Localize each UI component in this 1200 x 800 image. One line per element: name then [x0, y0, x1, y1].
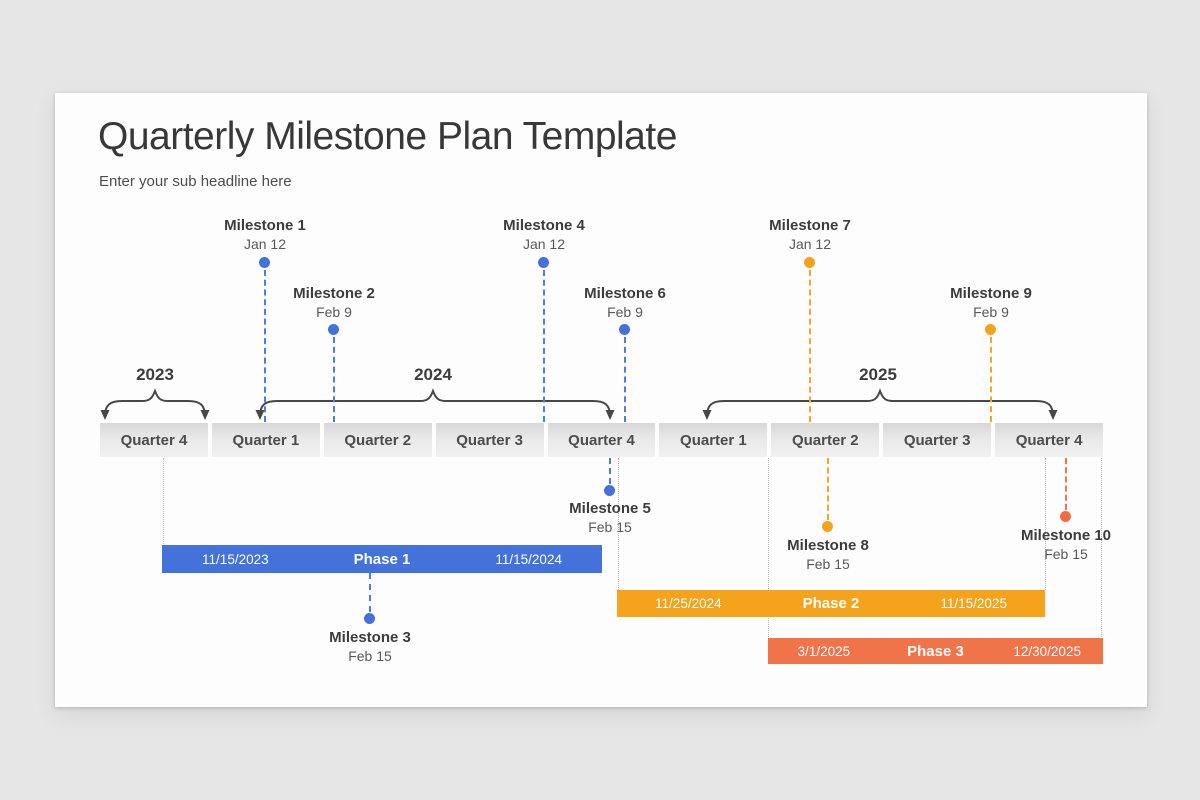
milestone-1-dot: [259, 257, 270, 268]
year-label-2024: 2024: [414, 365, 452, 384]
milestone-date: Feb 9: [973, 304, 1009, 320]
milestone-date: Jan 12: [522, 236, 566, 252]
milestone-name: Milestone 6: [584, 285, 666, 302]
guide-line-phase2-end: [1045, 458, 1046, 590]
milestone-10-dot: [1060, 511, 1071, 522]
milestone-9-connector: [990, 337, 992, 422]
phase-name: Phase 2: [802, 595, 860, 612]
milestone-name: Milestone 1: [224, 217, 306, 234]
milestone-name: Milestone 10: [1020, 527, 1112, 544]
milestone-date: Feb 15: [806, 556, 850, 572]
milestone-2-dot: [328, 324, 339, 335]
quarter-cell: Quarter 4: [547, 423, 656, 457]
year-brace-2023: [100, 388, 210, 420]
milestone-name: Milestone 8: [787, 537, 869, 554]
milestone-4-dot: [538, 257, 549, 268]
milestone-date: Feb 15: [1044, 546, 1088, 562]
milestone-2-label: Milestone 2 Feb 9: [259, 284, 409, 321]
milestone-10-label: Milestone 10 Feb 15: [991, 526, 1141, 563]
quarter-cell: Quarter 2: [771, 423, 880, 457]
milestone-8-dot: [822, 521, 833, 532]
quarter-cell: Quarter 1: [659, 423, 768, 457]
milestone-3-dot: [364, 613, 375, 624]
milestone-date: Jan 12: [243, 236, 287, 252]
slide-title: Quarterly Milestone Plan Template: [98, 115, 677, 158]
milestone-6-dot: [619, 324, 630, 335]
milestone-2-connector: [333, 337, 335, 422]
year-brace-2024: [255, 388, 615, 420]
phase-name: Phase 1: [353, 550, 411, 568]
milestone-4-connector: [543, 270, 545, 422]
quarter-cell: Quarter 3: [883, 423, 992, 457]
milestone-name: Milestone 9: [950, 285, 1032, 302]
slide-canvas: Quarterly Milestone Plan Template Enter …: [55, 93, 1147, 707]
guide-line-phase3-end: [1101, 458, 1102, 639]
milestone-4-label: Milestone 4 Jan 12: [469, 216, 619, 253]
milestone-date: Feb 9: [316, 304, 352, 320]
milestone-date: Jan 12: [788, 236, 832, 252]
phase-end-date: 12/30/2025: [1013, 643, 1081, 659]
phase-name: Phase 3: [907, 642, 964, 660]
quarter-cell: Quarter 4: [995, 423, 1104, 457]
quarter-cell: Quarter 2: [323, 423, 432, 457]
milestone-3-label: Milestone 3 Feb 15: [295, 628, 445, 665]
phase-start-date: 11/15/2023: [202, 551, 269, 567]
milestone-7-connector: [809, 270, 811, 422]
milestone-1-connector: [264, 270, 266, 422]
milestone-7-dot: [804, 257, 815, 268]
milestone-5-connector: [609, 458, 611, 484]
year-label-2025: 2025: [859, 365, 897, 384]
guide-line-phase2-start: [618, 458, 619, 590]
milestone-7-label: Milestone 7 Jan 12: [735, 216, 885, 253]
milestone-date: Feb 15: [588, 519, 632, 535]
quarter-bar: Quarter 4 Quarter 1 Quarter 2 Quarter 3 …: [100, 423, 1104, 457]
milestone-5-dot: [604, 485, 615, 496]
milestone-9-dot: [985, 324, 996, 335]
milestone-name: Milestone 5: [569, 500, 651, 517]
phase-2-bar: 11/25/2024 Phase 2 11/15/2025: [617, 590, 1045, 617]
milestone-name: Milestone 4: [503, 217, 585, 234]
milestone-date: Feb 9: [607, 304, 643, 320]
phase-end-date: 11/15/2025: [940, 596, 1007, 611]
phase-end-date: 11/15/2024: [495, 551, 562, 567]
milestone-9-label: Milestone 9 Feb 9: [916, 284, 1066, 321]
quarter-cell: Quarter 4: [100, 423, 208, 457]
guide-line-phase3-start: [768, 458, 769, 639]
milestone-1-label: Milestone 1 Jan 12: [190, 216, 340, 253]
quarter-cell: Quarter 3: [435, 423, 544, 457]
phase-start-date: 3/1/2025: [797, 643, 851, 659]
phase-1-bar: 11/15/2023 Phase 1 11/15/2024: [162, 545, 602, 573]
milestone-name: Milestone 2: [293, 285, 375, 302]
milestone-10-connector: [1065, 458, 1067, 510]
phase-3-bar: 3/1/2025 Phase 3 12/30/2025: [768, 638, 1103, 664]
milestone-6-label: Milestone 6 Feb 9: [550, 284, 700, 321]
milestone-name: Milestone 3: [329, 629, 411, 646]
milestone-date: Feb 15: [348, 648, 392, 664]
milestone-6-connector: [624, 337, 626, 422]
milestone-8-label: Milestone 8 Feb 15: [753, 536, 903, 573]
milestone-8-connector: [827, 458, 829, 520]
milestone-5-label: Milestone 5 Feb 15: [535, 499, 685, 536]
milestone-name: Milestone 7: [769, 217, 851, 234]
quarter-cell: Quarter 1: [211, 423, 320, 457]
year-brace-2025: [702, 388, 1058, 420]
phase-start-date: 11/25/2024: [655, 596, 722, 611]
slide-subtitle: Enter your sub headline here: [99, 173, 292, 190]
milestone-3-connector: [369, 573, 371, 612]
guide-line-phase1-start: [163, 458, 164, 546]
year-label-2023: 2023: [136, 365, 174, 384]
